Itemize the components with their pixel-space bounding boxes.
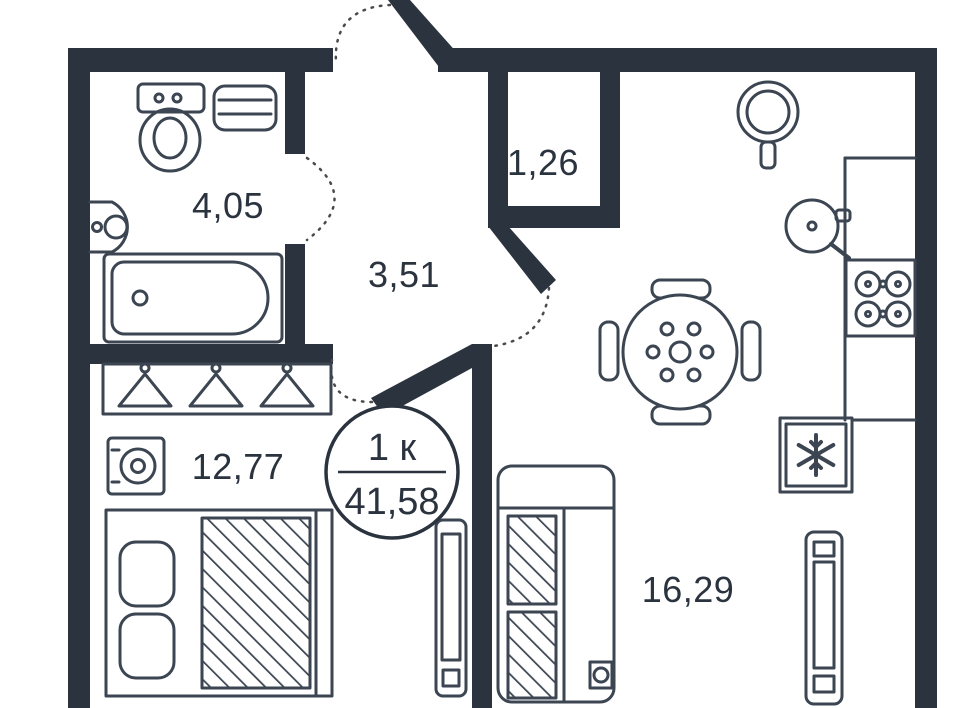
wall-bedroom-living	[472, 344, 492, 708]
chair-left	[598, 320, 620, 382]
tv-unit-living-icon	[804, 530, 844, 706]
wall-bathroom-right-lower	[285, 244, 305, 364]
sofa-icon	[496, 464, 616, 704]
bedroom-area-label: 12,77	[192, 446, 285, 487]
wall-closet-right	[600, 72, 620, 228]
fixtures	[88, 80, 917, 706]
bathroom-door-swing-arc	[305, 156, 336, 242]
hall-closet-area-label: 1,26	[507, 142, 579, 183]
room-labels: 4,05 1,26 3,51 12,77 16,29	[192, 142, 735, 610]
apartment-badge: 1 к 41,58	[324, 404, 460, 540]
wall-top-left	[68, 48, 333, 72]
bed-icon	[104, 508, 334, 698]
badge-total-area: 41,58	[344, 481, 439, 523]
wardrobe-hangers-icon	[101, 362, 333, 416]
hallway-area-label: 3,51	[368, 254, 440, 295]
wall-closet-left	[488, 72, 508, 228]
washing-machine-icon	[106, 436, 166, 496]
wall-hall-living-diagonal	[488, 226, 556, 294]
wall-sink-icon	[88, 200, 129, 254]
badge-rooms-count: 1 к	[368, 427, 417, 469]
bedroom-door-swing-arc	[330, 358, 374, 404]
wall-hall-bedroom-diagonal	[371, 344, 472, 416]
snowflake-icon	[796, 433, 836, 477]
wall-closet-bottom	[508, 206, 620, 228]
tv-unit-bedroom-icon	[434, 518, 468, 698]
wall-bathroom-right-upper	[285, 72, 305, 154]
living-door-swing-arc	[492, 286, 551, 348]
bathtub-icon	[102, 252, 284, 344]
bathroom-area-label: 4,05	[192, 185, 264, 226]
dining-table-icon	[598, 278, 762, 426]
fridge-icon	[778, 416, 854, 494]
wall-right-outer	[915, 48, 937, 708]
chair-right	[740, 320, 762, 382]
living-kitchen-area-label: 16,29	[642, 569, 735, 610]
wall-bathroom-bottom	[90, 344, 333, 364]
towel-radiator-icon	[212, 84, 278, 132]
toilet-icon	[136, 82, 206, 173]
kitchen-sink-icon	[736, 80, 800, 170]
wall-top-right	[438, 48, 937, 72]
wall-left-outer	[68, 48, 90, 708]
entrance-door-swing-arc	[334, 3, 392, 64]
round-basin-icon	[784, 198, 852, 260]
walls	[68, 0, 937, 708]
stove-icon	[844, 258, 917, 338]
